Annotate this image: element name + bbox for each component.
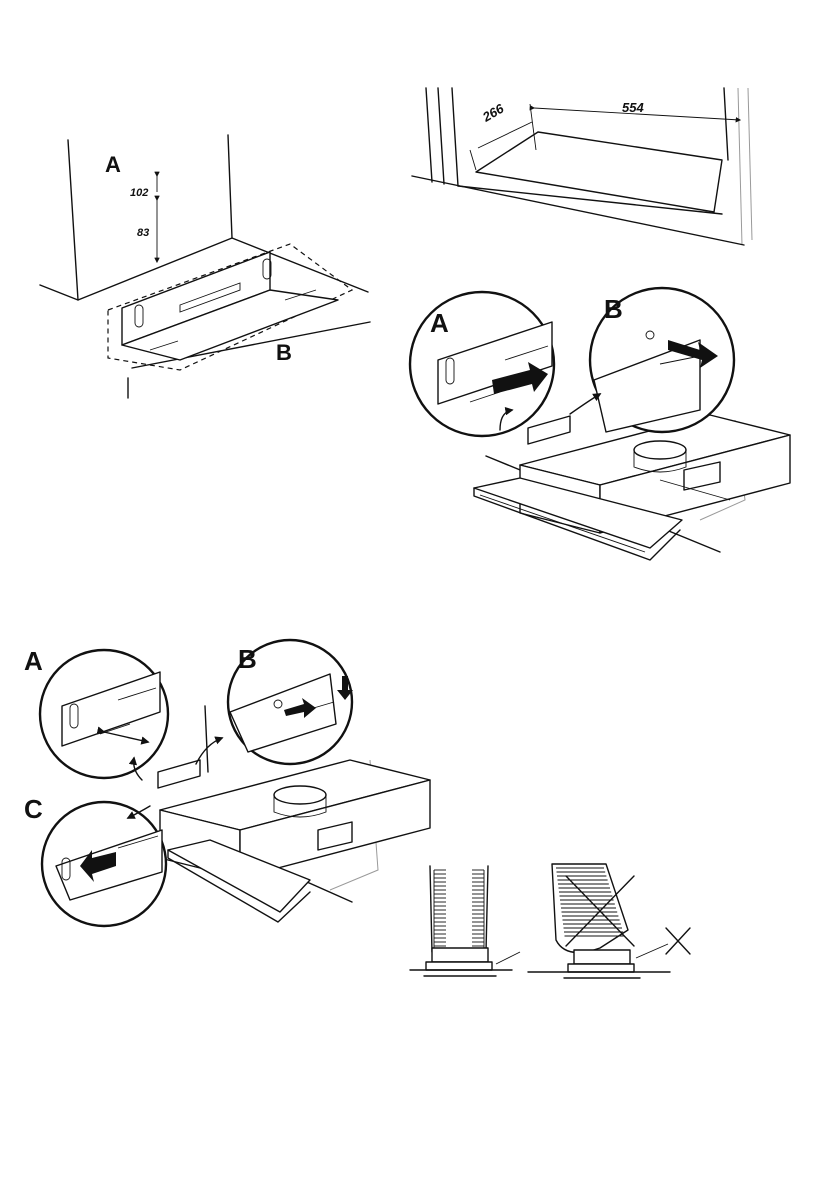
figure-2-cutout-dimensions: 266 554 [412,88,752,245]
fig1-dimension-83: 83 [137,227,149,239]
figure-5-duct-fitting [410,864,690,978]
fig3-label-b: B [604,294,623,324]
fig2-dimension-554: 554 [622,100,644,115]
figure-4-bracket-fixing: A B C [24,640,430,926]
fig1-dimension-102: 102 [130,187,148,199]
fig3-label-a: A [430,308,449,338]
fig1-label-a: A [105,152,121,177]
fig4-label-c: C [24,794,43,824]
duct-correct [410,866,520,976]
fig4-label-a: A [24,646,43,676]
cabinet-right-edge [228,135,232,238]
figure-1-bracket-position: A 102 83 B [40,135,370,398]
cabinet-left-edge [68,140,78,300]
figure-3-bracket-adjust: A B [410,288,790,560]
cutout-opening [476,132,722,212]
fig1-label-b: B [276,340,292,365]
fig2-dimension-266: 266 [479,100,507,125]
fig4-label-b: B [238,644,257,674]
duct-incorrect [528,864,690,978]
